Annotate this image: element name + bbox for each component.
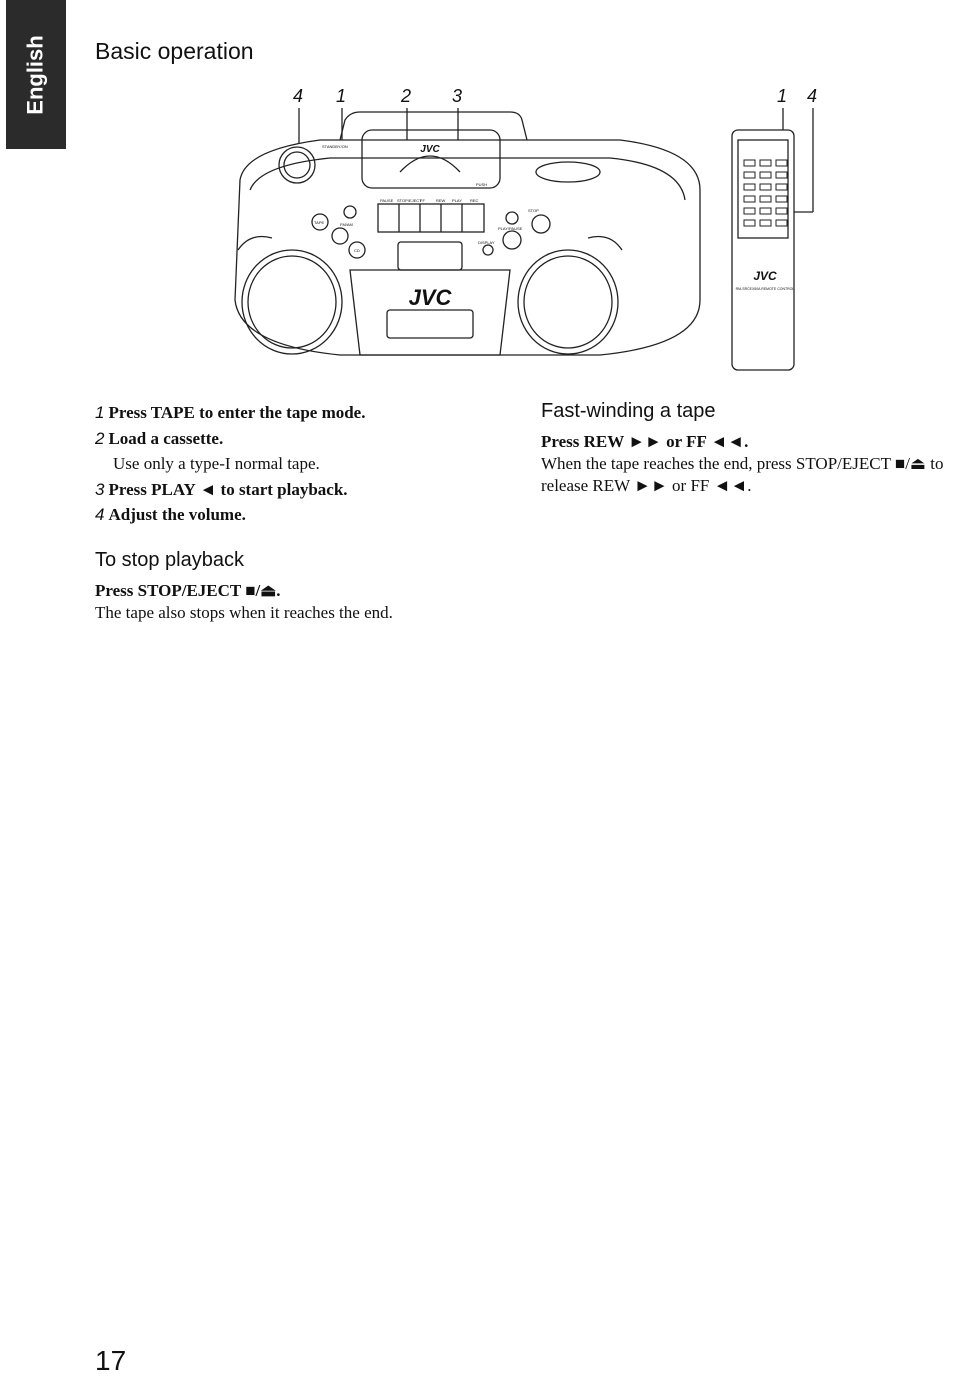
play-pause-label: PLAY/PAUSE — [498, 226, 523, 231]
callout-1: 1 — [336, 86, 347, 106]
stop-label: STOP — [528, 208, 539, 213]
callout-remote-1: 1 — [777, 86, 788, 106]
page-number: 17 — [95, 1345, 127, 1376]
fmam-label: FM/AM — [340, 222, 353, 227]
language-tab: English — [6, 0, 66, 149]
boombox-illustration: JVC JVC JVC RM-SRCEX50A REMOTE CONTROL S… — [234, 108, 814, 371]
page-title: Basic operation — [95, 38, 254, 64]
rew-label: REW — [436, 198, 446, 203]
fast-winding-section: Fast-winding a tape Press REW ►► or FF ◄… — [541, 400, 956, 497]
pause-label: PAUSE — [380, 198, 394, 203]
standby-label: STANDBY/ON — [322, 144, 348, 149]
stop-playback-instruction: Press STOP/EJECT ■/⏏. — [95, 581, 281, 600]
display-label: DISPLAY — [478, 240, 495, 245]
callout-4: 4 — [293, 86, 304, 106]
boombox-brand: JVC — [409, 285, 453, 310]
callout-2: 2 — [401, 86, 412, 106]
cd-label: CD — [354, 248, 360, 253]
play-label: PLAY — [452, 198, 462, 203]
remote-model-label: RM-SRCEX50A REMOTE CONTROL — [736, 287, 795, 291]
callout-3: 3 — [452, 86, 463, 106]
remote-brand: JVC — [753, 269, 777, 283]
push-label: PUSH — [476, 182, 487, 187]
boombox-top-brand: JVC — [420, 144, 440, 155]
tape-label: TAPE — [314, 220, 324, 225]
stop-playback-note: The tape also stops when it reaches the … — [95, 603, 393, 622]
stop-playback-heading: To stop playback — [95, 549, 244, 571]
rec-label: REC — [470, 198, 479, 203]
fast-winding-instruction: Press REW ►► or FF ◄◄. — [541, 432, 749, 451]
step-2-note: Use only a type-I normal tape. — [113, 454, 320, 473]
ff-label: FF — [420, 198, 425, 203]
fast-winding-note: When the tape reaches the end, press STO… — [541, 454, 944, 495]
callout-remote-4: 4 — [807, 86, 818, 106]
stop-eject-label: STOP/EJECT — [397, 198, 422, 203]
stop-playback-section: To stop playback Press STOP/EJECT ■/⏏. T… — [95, 549, 515, 624]
fast-winding-heading: Fast-winding a tape — [541, 400, 716, 422]
